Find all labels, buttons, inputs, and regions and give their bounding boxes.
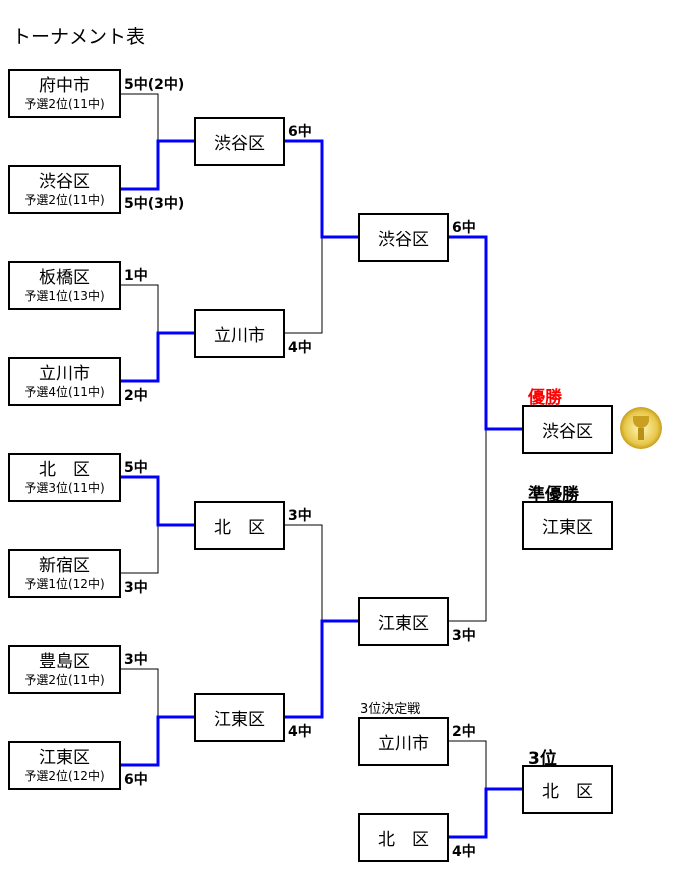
qualifier: 予選1位(13中) xyxy=(24,288,105,303)
team-name: 豊島区 xyxy=(39,651,90,672)
team-box: 渋谷区 xyxy=(358,213,449,262)
team-box: 渋谷区 xyxy=(194,117,285,166)
champion-label: 優勝 xyxy=(528,388,562,408)
team-box: 立川市 xyxy=(194,309,285,358)
score: 5中(3中) xyxy=(124,196,185,212)
team-box: 府中市予選2位(11中) xyxy=(8,69,121,118)
team-box: 新宿区予選1位(12中) xyxy=(8,549,121,598)
team-name: 渋谷区 xyxy=(39,171,90,192)
score: 3中 xyxy=(452,628,476,644)
score: 5中 xyxy=(124,460,148,476)
champion-box: 渋谷区 xyxy=(522,405,613,454)
qualifier: 予選2位(11中) xyxy=(24,96,105,111)
score: 6中 xyxy=(452,220,476,236)
team-name: 府中市 xyxy=(39,75,90,96)
team-box: 北 区 xyxy=(194,501,285,550)
qualifier: 予選2位(11中) xyxy=(24,672,105,687)
third-playoff-label: 3位決定戦 xyxy=(360,702,421,717)
team-name: 江東区 xyxy=(39,747,90,768)
trophy-icon xyxy=(620,407,662,449)
score: 3中 xyxy=(288,508,312,524)
qualifier: 予選2位(12中) xyxy=(24,768,105,783)
team-name: 北 区 xyxy=(39,459,90,480)
page-title: トーナメント表 xyxy=(12,26,146,48)
qualifier: 予選3位(11中) xyxy=(24,480,105,495)
team-box: 渋谷区予選2位(11中) xyxy=(8,165,121,214)
team-box: 江東区予選2位(12中) xyxy=(8,741,121,790)
score: 4中 xyxy=(288,724,312,740)
runner-up-label: 準優勝 xyxy=(528,485,579,505)
team-box: 江東区 xyxy=(358,597,449,646)
score: 6中 xyxy=(288,124,312,140)
score: 5中(2中) xyxy=(124,77,185,93)
third-label: 3位 xyxy=(528,749,557,769)
score: 3中 xyxy=(124,580,148,596)
team-box: 北 区 xyxy=(358,813,449,862)
qualifier: 予選1位(12中) xyxy=(24,576,105,591)
team-name: 板橋区 xyxy=(39,267,90,288)
score: 4中 xyxy=(452,844,476,860)
third-box: 北 区 xyxy=(522,765,613,814)
score: 2中 xyxy=(452,724,476,740)
runner-up-box: 江東区 xyxy=(522,501,613,550)
score: 6中 xyxy=(124,772,148,788)
score: 2中 xyxy=(124,388,148,404)
qualifier: 予選2位(11中) xyxy=(24,192,105,207)
team-box: 立川市 xyxy=(358,717,449,766)
team-name: 新宿区 xyxy=(39,555,90,576)
score: 4中 xyxy=(288,340,312,356)
team-box: 板橋区予選1位(13中) xyxy=(8,261,121,310)
team-box: 北 区予選3位(11中) xyxy=(8,453,121,502)
team-box: 江東区 xyxy=(194,693,285,742)
team-name: 立川市 xyxy=(39,363,90,384)
qualifier: 予選4位(11中) xyxy=(24,384,105,399)
score: 1中 xyxy=(124,268,148,284)
team-box: 豊島区予選2位(11中) xyxy=(8,645,121,694)
team-box: 立川市予選4位(11中) xyxy=(8,357,121,406)
score: 3中 xyxy=(124,652,148,668)
